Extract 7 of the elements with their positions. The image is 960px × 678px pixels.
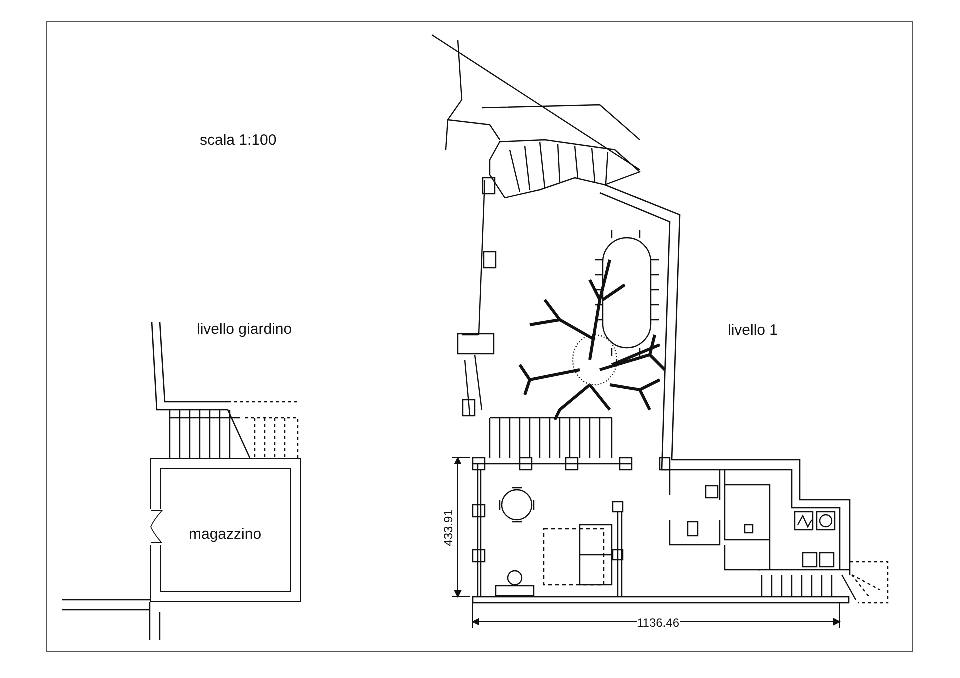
dimension-label: 1136.46: [637, 617, 680, 629]
scale-note: scala 1:100: [200, 133, 277, 150]
room-outline: [150, 458, 301, 602]
level-label: livello 1: [728, 323, 778, 340]
room-label: magazzino: [189, 526, 262, 543]
dimension-label: 433.91: [442, 510, 454, 546]
level-label: livello giardino: [197, 322, 292, 338]
